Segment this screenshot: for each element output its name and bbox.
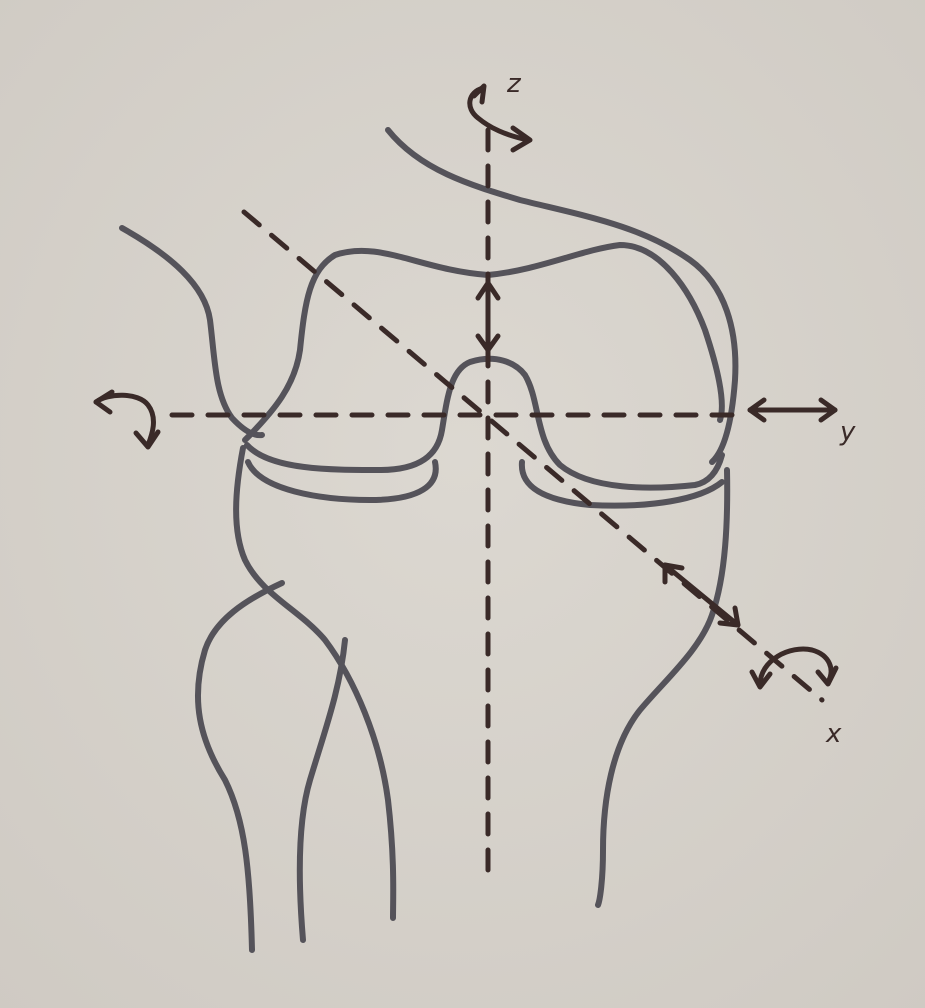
y-axis-label: y <box>839 417 856 447</box>
x-axis-label: x <box>825 719 842 749</box>
z-axis-label: z <box>506 69 522 99</box>
